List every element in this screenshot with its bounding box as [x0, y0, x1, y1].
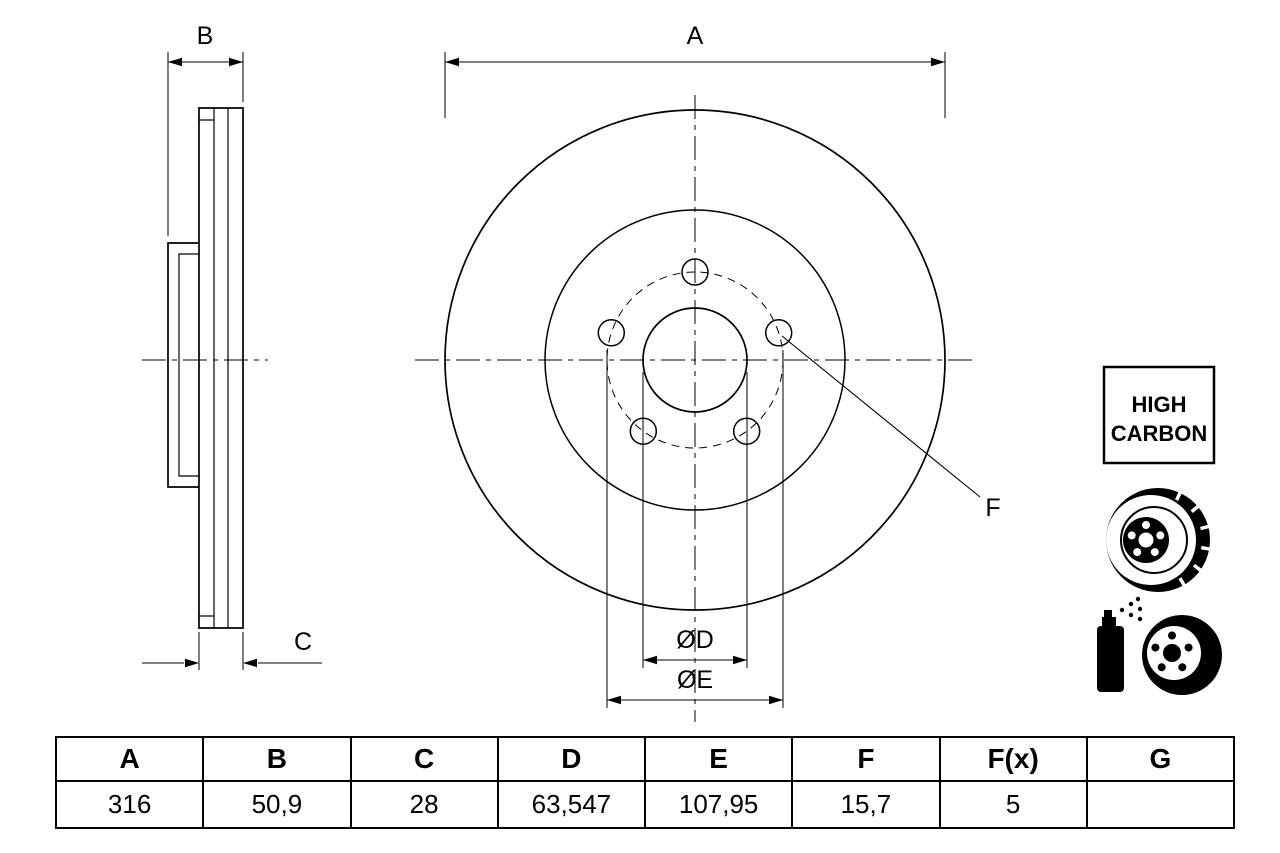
dim-f-label: F: [985, 494, 1000, 522]
dim-a-label: A: [687, 22, 704, 50]
dimension-e: [606, 350, 784, 708]
dim-e-label: ØE: [677, 666, 713, 694]
table-value-cell: [1085, 780, 1236, 829]
high-carbon-badge: HIGH CARBON: [1102, 365, 1216, 465]
spec-table-header-row: A B C D E F F(x) G: [54, 736, 1236, 782]
dim-d-label: ØD: [676, 626, 714, 654]
leader-f: [781, 335, 981, 498]
bolt-hole: [597, 319, 626, 347]
table-value-cell: 316: [54, 780, 205, 829]
table-value-cell: 50,9: [202, 780, 352, 829]
table-value-cell: 107,95: [643, 780, 794, 829]
table-header-cell: A: [54, 736, 205, 782]
bolt-hole: [764, 319, 793, 347]
spec-table-value-row: 316 50,9 28 63,547 107,95 15,7 5: [54, 780, 1236, 829]
dim-b-label: B: [197, 22, 214, 50]
drawing-canvas: B A C: [142, 22, 1222, 722]
spec-table: A B C D E F F(x) G 316 50,9 28 63,547 10…: [54, 736, 1236, 829]
high-carbon-line1: HIGH: [1132, 392, 1187, 417]
ventilated-brake-disc-icon: [1106, 488, 1211, 592]
table-header-cell: D: [496, 736, 647, 782]
high-carbon-line2: CARBON: [1111, 421, 1208, 446]
table-header-cell: F: [791, 736, 941, 782]
table-value-cell: 15,7: [791, 780, 941, 829]
dim-c-label: C: [294, 628, 312, 656]
table-value-cell: 5: [938, 780, 1088, 829]
dimension-a: [444, 52, 946, 118]
table-header-cell: B: [202, 736, 352, 782]
dimension-d: [642, 372, 748, 668]
table-header-cell: C: [349, 736, 499, 782]
dimension-b: [167, 52, 244, 236]
side-view-cross-section: [142, 107, 268, 629]
table-header-cell: E: [643, 736, 794, 782]
dimension-c: [142, 632, 322, 670]
spray-coated-disc-icon: [1097, 596, 1222, 695]
table-value-cell: 28: [349, 780, 499, 829]
front-view-disc: [415, 95, 975, 722]
table-header-cell: G: [1085, 736, 1236, 782]
table-value-cell: 63,547: [496, 780, 647, 829]
table-header-cell: F(x): [938, 736, 1088, 782]
